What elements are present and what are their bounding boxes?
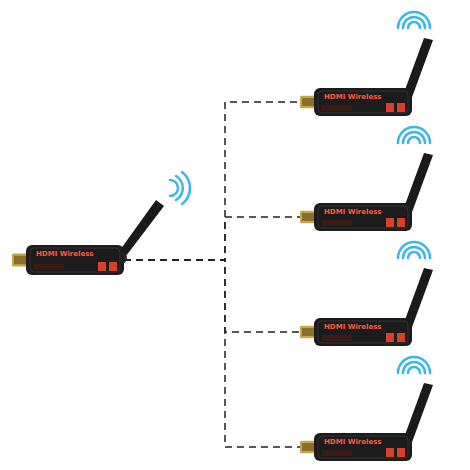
dashed-link <box>124 260 300 447</box>
receiver-dongle: HDMI Wireless <box>300 318 412 346</box>
device-label: HDMI Wireless <box>324 209 381 216</box>
transmitter-dongle: HDMI Wireless <box>12 245 124 275</box>
dongle-body <box>12 245 124 275</box>
dongle-body <box>300 318 412 346</box>
receiver-dongle: HDMI Wireless <box>300 203 412 231</box>
dashed-link <box>124 217 300 260</box>
receiver-dongle: HDMI Wireless <box>300 88 412 116</box>
dongle-body <box>300 203 412 231</box>
dongle-body <box>300 88 412 116</box>
dongle-body <box>300 433 412 461</box>
device-label: HDMI Wireless <box>324 324 381 331</box>
device-label: HDMI Wireless <box>324 94 381 101</box>
device-label: HDMI Wireless <box>36 251 93 258</box>
dashed-link <box>124 102 300 260</box>
transmitter-antenna <box>115 172 190 264</box>
device-label: HDMI Wireless <box>324 439 381 446</box>
dashed-link <box>124 260 300 332</box>
receiver-dongle: HDMI Wireless <box>300 433 412 461</box>
